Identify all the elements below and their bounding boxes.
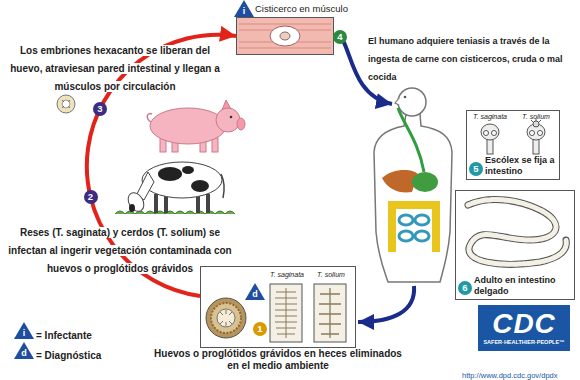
adult-worm-box: Adulto en intestino delgado6	[455, 190, 575, 300]
stage-icon: i	[234, 0, 254, 17]
stage-caption: Adulto en intestino delgado	[456, 275, 574, 299]
stage-icon: d	[14, 342, 34, 359]
hexacanth-egg	[57, 95, 75, 113]
callout-number: 5	[469, 162, 483, 176]
box-heading: Cisticerco en músculo	[255, 3, 348, 14]
legend-text: = Infectante	[36, 330, 92, 341]
egg-and-proglottids	[206, 284, 346, 342]
muscle-box: Cisticerco en músculo	[236, 17, 334, 55]
species-name: T. saginata	[263, 269, 311, 279]
callout-number: 1	[253, 322, 267, 336]
step-description: http://www.dpd.cdc.gov/dpdx	[462, 364, 578, 380]
legend-text: = Diagnóstica	[36, 350, 101, 361]
adult-worm	[468, 200, 566, 265]
stage-icon: d	[245, 283, 265, 300]
callout-number: 2	[84, 190, 98, 204]
pig-drawing	[147, 100, 245, 152]
step-description: El humano adquiere teniasis a través de …	[368, 30, 576, 84]
step-description: Los embriones hexacanto se liberan del h…	[4, 40, 226, 94]
icon-letter: d	[245, 289, 265, 299]
legend-entry: = Infectante	[36, 325, 92, 343]
stage-icon: i	[14, 322, 34, 339]
step-text: Reses (T. saginata) y cerdos (T. solium)…	[8, 227, 231, 274]
icon-letter: i	[14, 328, 34, 338]
step-text: Los embriones hexacanto se liberan del h…	[10, 45, 220, 92]
scolex-space	[467, 121, 559, 155]
callout-number: 3	[93, 102, 107, 116]
step-description: Reses (T. saginata) y cerdos (T. solium)…	[4, 222, 236, 276]
species-name: T. solium	[513, 111, 559, 121]
icon-letter: d	[14, 348, 34, 358]
cdc-logo: CDCSAFER·HEALTHIER·PEOPLE™	[478, 305, 570, 351]
step-text: El humano adquiere teniasis a través de …	[368, 36, 563, 82]
species-row: T. saginataT. solium	[467, 111, 559, 121]
excretion-arrow	[358, 286, 414, 322]
callout-number: 4	[333, 30, 347, 44]
scolex-box: T. saginataT. soliumEscólex se fija a in…	[466, 110, 560, 180]
human-figure	[374, 88, 452, 282]
species-name: T. solium	[311, 269, 351, 279]
step-text: http://www.dpd.cdc.gov/dpdx	[462, 371, 557, 380]
species-name: T. saginata	[467, 111, 513, 121]
icon-letter: i	[234, 6, 254, 16]
muscle-illustration	[237, 18, 333, 54]
logo-letters: CDC	[492, 309, 556, 339]
cow-drawing	[115, 162, 235, 214]
logo-tagline: SAFER·HEALTHIER·PEOPLE™	[483, 339, 564, 346]
legend-entry: = Diagnóstica	[36, 345, 101, 363]
callout-number: 6	[458, 281, 472, 295]
scolex-drawings	[481, 119, 545, 155]
egg-box: T. saginataT. soliumHuevos o proglótidos…	[200, 266, 356, 348]
stage-caption: Huevos o proglótidos grávidos en heces e…	[153, 348, 403, 371]
